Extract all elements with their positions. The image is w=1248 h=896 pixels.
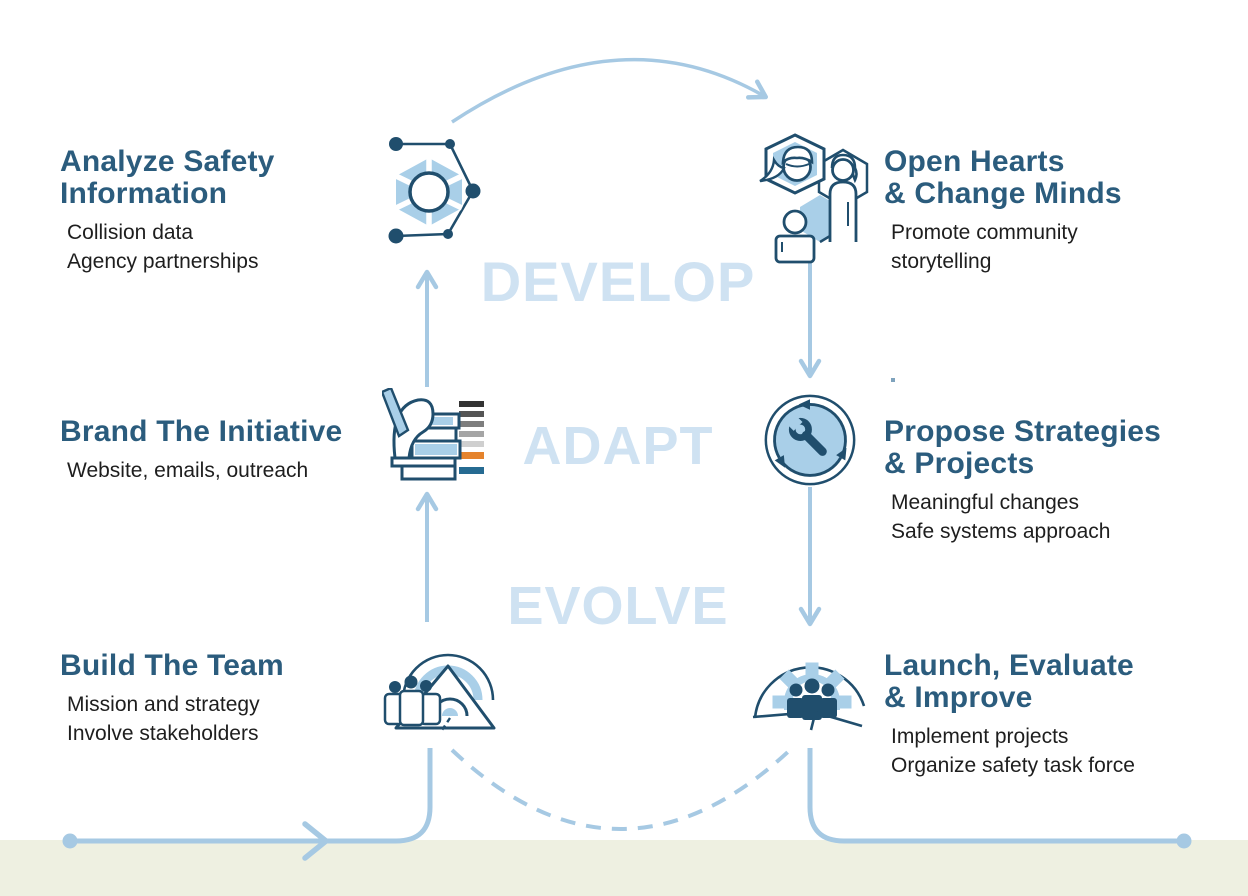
title-line: & Improve [884, 680, 1033, 714]
title-line: Launch, Evaluate [884, 649, 1134, 682]
phase-adapt: ADAPT [522, 416, 714, 476]
title-line: Build The Team [60, 649, 284, 682]
launch-gear-icon [752, 662, 866, 731]
stage-build-team: Build The Team Mission and strategy Invo… [60, 650, 284, 749]
layer-stripes [459, 401, 484, 474]
stage-title: Propose Strategies & Projects [884, 416, 1161, 480]
title-line: & Projects [884, 446, 1035, 480]
community-voices-icon [759, 133, 869, 264]
stage-brand-initiative: Brand The Initiative Website, emails, ou… [60, 416, 342, 486]
stage-title: Build The Team [60, 650, 284, 682]
stage-detail: storytelling [891, 249, 992, 273]
entry-line [70, 748, 433, 844]
stage-detail: Organize safety task force [891, 753, 1135, 777]
stray-dot [891, 378, 895, 382]
stage-analyze-safety: Analyze Safety Information Collision dat… [60, 146, 275, 277]
stage-detail: Mission and strategy [67, 692, 260, 716]
network-hexagon-icon [388, 137, 481, 244]
stage-launch-evaluate: Launch, Evaluate & Improve Implement pro… [884, 650, 1135, 781]
footer-band [0, 840, 1248, 896]
team-mountain-icon [383, 653, 496, 731]
stage-detail: Safe systems approach [891, 519, 1111, 543]
title-line: & Change Minds [884, 176, 1122, 210]
stage-detail: Promote community [891, 220, 1078, 244]
title-line: Open Hearts [884, 145, 1065, 178]
stage-detail: Agency partnerships [67, 249, 259, 273]
title-line: Propose Strategies [884, 415, 1162, 448]
entry-arrowhead [302, 821, 329, 861]
stage-detail: Involve stakeholders [67, 721, 259, 745]
strategy-wrench-icon [764, 394, 856, 486]
stage-detail: Website, emails, outreach [67, 458, 309, 482]
arc-develop [451, 57, 768, 124]
dashed-return-arc [450, 748, 792, 831]
stage-detail: Meaningful changes [891, 490, 1079, 514]
title-line: Brand The Initiative [60, 415, 343, 448]
exit-dot [1176, 833, 1192, 849]
stage-open-hearts: Open Hearts & Change Minds Promote commu… [884, 146, 1122, 277]
stage-title: Open Hearts & Change Minds [884, 146, 1122, 210]
stage-title: Analyze Safety Information [60, 146, 275, 210]
stage-title: Brand The Initiative [60, 416, 342, 448]
title-line: Information [60, 176, 228, 210]
phase-evolve: EVOLVE [507, 576, 729, 636]
title-line: Analyze Safety [60, 145, 275, 178]
stage-title: Launch, Evaluate & Improve [884, 650, 1135, 714]
phase-develop: DEVELOP [480, 250, 756, 313]
branding-materials-icon [382, 388, 484, 481]
entry-dot [62, 833, 78, 849]
stage-detail: Implement projects [891, 724, 1069, 748]
exit-line [807, 748, 1184, 844]
stage-detail: Collision data [67, 220, 194, 244]
stage-propose-strategies: Propose Strategies & Projects Meaningful… [884, 416, 1161, 547]
